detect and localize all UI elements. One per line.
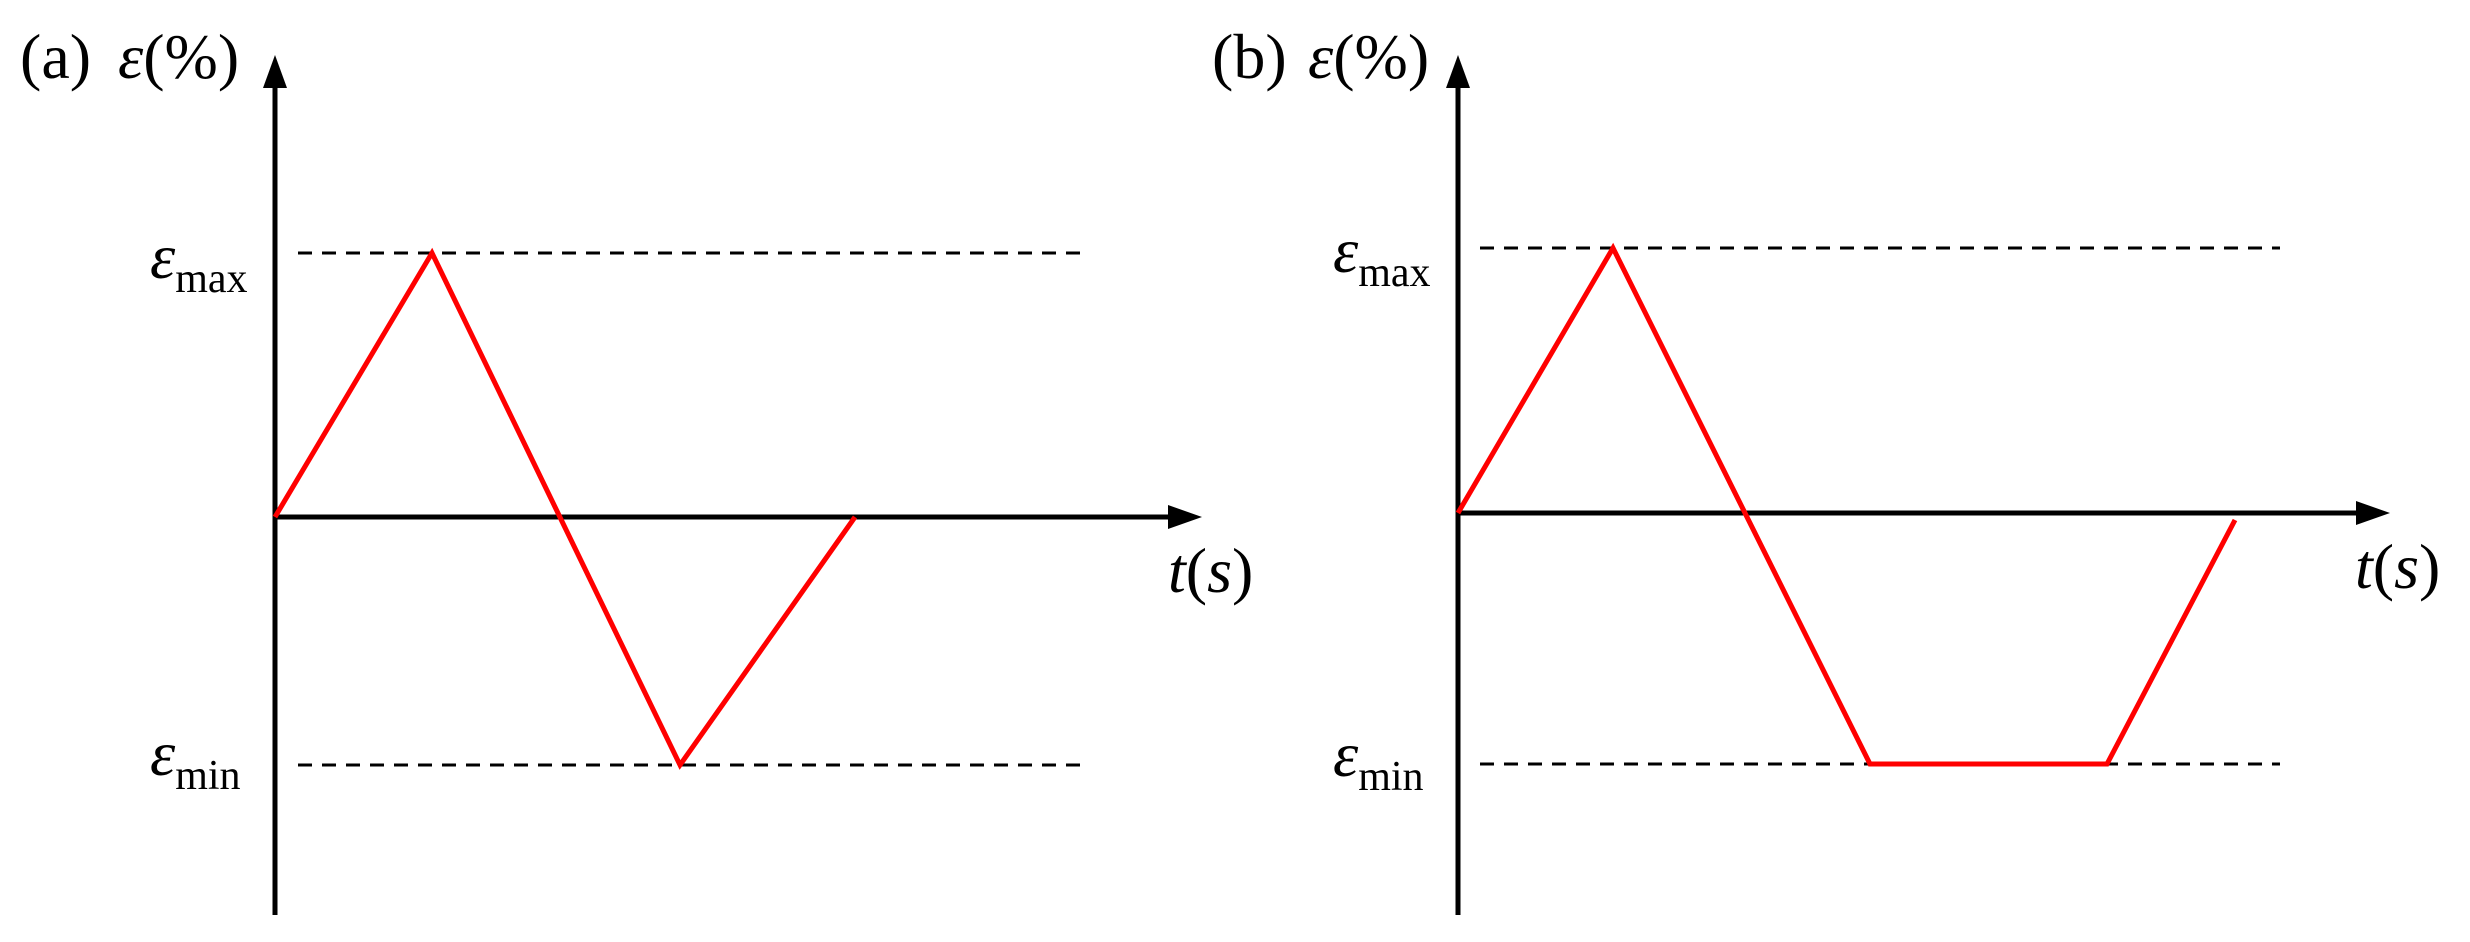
- panel-a-y-axis-label: ε(%): [118, 21, 239, 92]
- panel-b-min-label: εmin: [1333, 719, 1424, 800]
- panel-b-x-axis-symbol: t: [2355, 531, 2375, 602]
- panel-b-y-axis-symbol: ε: [1308, 21, 1334, 92]
- panel-b-y-axis-unit: (%): [1333, 21, 1429, 92]
- panel-a-y-axis-unit: (%): [143, 21, 239, 92]
- panel-b-y-axis-label: ε(%): [1308, 21, 1429, 92]
- panel-a-y-axis-symbol: ε: [118, 21, 144, 92]
- panel-b-x-axis-arrow: [2356, 501, 2390, 525]
- panel-a-x-axis-unit: s: [1207, 535, 1232, 606]
- panel-b-label: (b): [1212, 21, 1287, 92]
- panel-a-x-axis-symbol: t: [1168, 535, 1188, 606]
- panel-b: (b) ε(%) t(s) εmax εmin: [1212, 21, 2440, 915]
- panel-a-x-axis-label: t(s): [1168, 535, 1253, 606]
- panel-b-x-axis-unit: s: [2394, 531, 2419, 602]
- panel-a: (a) ε(%) t(s) εmax εmin: [20, 21, 1253, 915]
- panel-a-y-axis-arrow: [263, 55, 287, 88]
- panel-a-x-axis-arrow: [1168, 505, 1202, 529]
- panel-a-strain-waveform: [272, 247, 858, 770]
- panel-a-label: (a): [20, 21, 91, 92]
- panel-a-max-label: εmax: [150, 221, 248, 302]
- panel-b-x-axis-label: t(s): [2355, 531, 2440, 602]
- panel-b-max-label: εmax: [1333, 215, 1431, 296]
- panel-a-min-label: εmin: [150, 718, 241, 799]
- panel-b-strain-waveform: [1455, 242, 2238, 767]
- panel-b-y-axis-arrow: [1446, 55, 1470, 88]
